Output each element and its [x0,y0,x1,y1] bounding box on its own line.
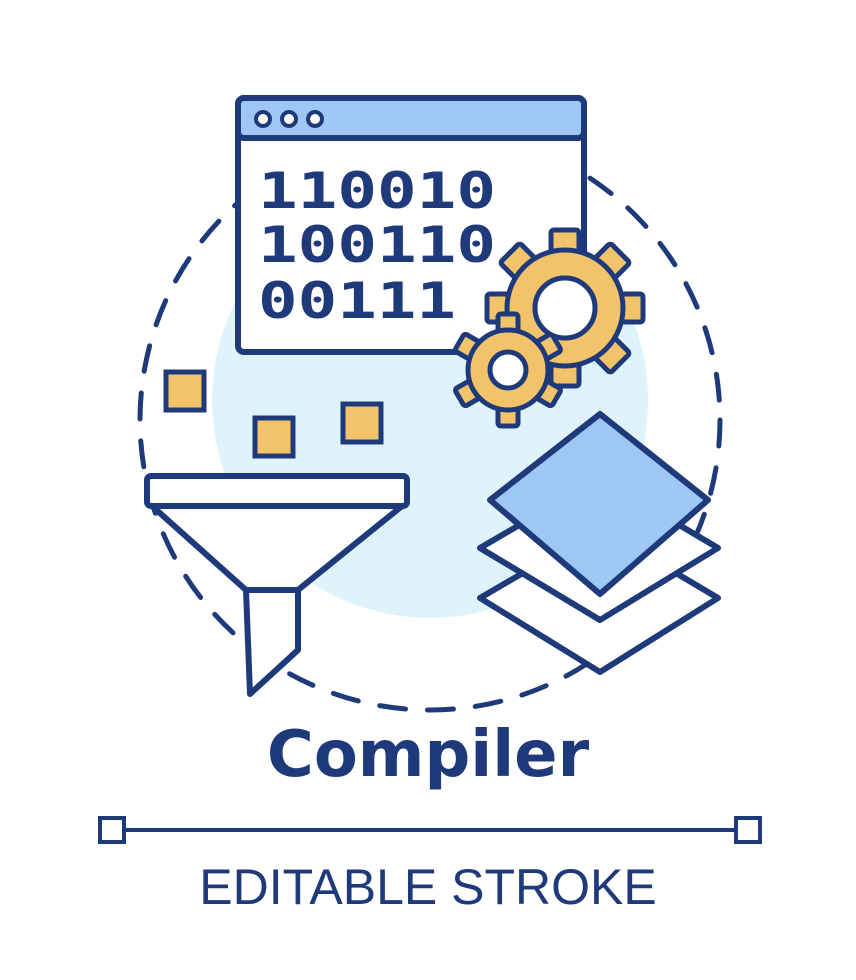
subtitle: EDITABLE STROKE [199,859,657,915]
window-dot-icon [280,110,298,128]
page-title: Compiler [266,718,590,792]
code-line-3: 00111 [258,272,456,330]
handle-square-icon [734,816,762,844]
window-dot-icon [306,110,324,128]
data-square [340,401,384,445]
divider-line [98,816,762,844]
handle-square-icon [98,816,126,844]
window-dot-icon [254,110,272,128]
browser-window-icon: 110010 100110 00111 [235,95,587,355]
funnel-icon [144,473,410,697]
gear-icon [453,227,646,429]
data-square [252,415,296,459]
data-square [163,369,207,413]
code-line-2: 100110 [258,216,496,274]
code-line-1: 110010 [258,162,496,220]
layers-icon [477,411,721,675]
